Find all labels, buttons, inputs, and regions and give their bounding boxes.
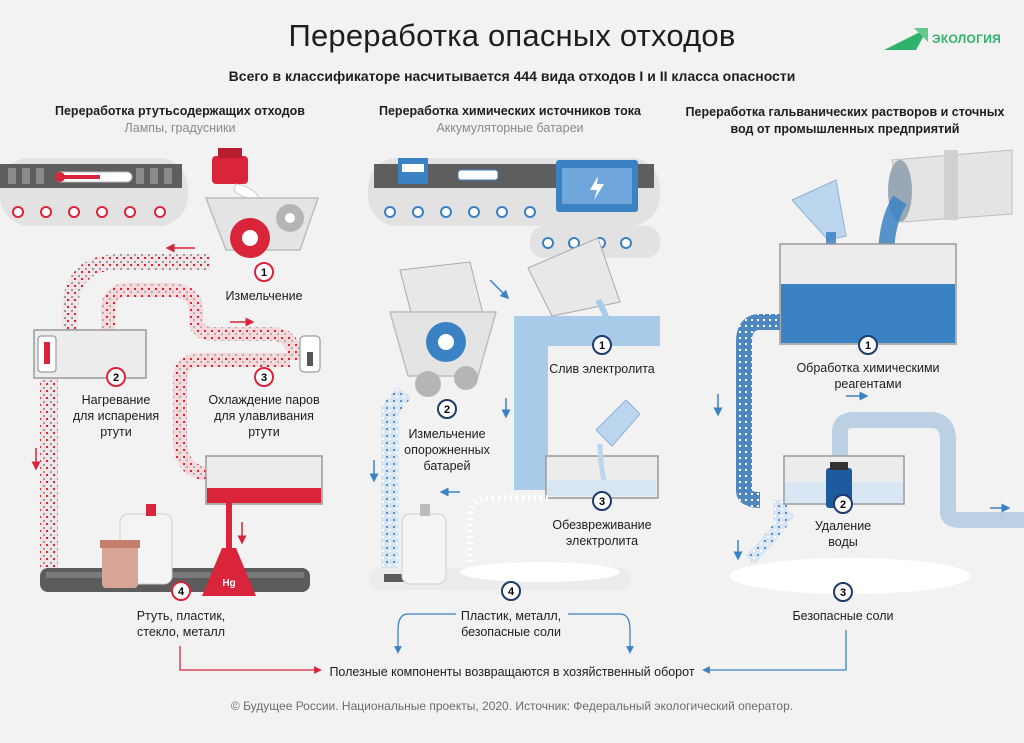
mercury-conveyor xyxy=(0,158,188,226)
energy-saving-lamp-icon xyxy=(212,148,261,201)
mercury-column-title: Переработка ртутьсодержащих отходов xyxy=(55,104,305,118)
mercury-step-1-label: Измельчение xyxy=(225,289,303,303)
step-circle xyxy=(858,335,878,355)
result-text: Полезные компоненты возвращаются в хозяй… xyxy=(329,665,695,679)
mercury-step-2-label: Нагревание для испарения ртути xyxy=(72,393,160,439)
battery-step-1-label: Слив электролита xyxy=(549,362,655,376)
thermometer-icon xyxy=(55,171,133,183)
step-number: 3 xyxy=(599,496,605,508)
batteries-column-title: Переработка химических источников тока xyxy=(379,104,641,118)
step-numbers: 1 2 3 4 1 2 3 4 1 2 3 xyxy=(106,262,878,602)
battery-crushed-flow xyxy=(381,386,412,570)
jar-icon xyxy=(102,544,138,588)
step-number: 3 xyxy=(840,587,846,599)
step-number: 2 xyxy=(113,372,119,384)
sediment-flow xyxy=(736,314,780,508)
step-circle xyxy=(833,582,853,602)
mercury-step-4-label: Ртуть, пластик, стекло, металл xyxy=(136,609,226,639)
mercury-column-subtitle: Лампы, градусники xyxy=(124,121,236,135)
step-number: 2 xyxy=(840,499,846,511)
step-number: 1 xyxy=(865,340,871,352)
lightning-icon xyxy=(590,176,604,200)
step-circle xyxy=(254,367,274,387)
step-circle xyxy=(171,581,191,601)
gray-flow-down xyxy=(40,372,58,572)
blue-arrows-col2 xyxy=(369,279,511,497)
treatment-tank xyxy=(779,243,957,345)
clean-water-flow xyxy=(832,412,1024,528)
logo-text: ЭКОЛОГИЯ xyxy=(932,32,1002,46)
battery-left-arrow xyxy=(394,613,456,654)
battery-shredder xyxy=(389,261,497,397)
red-condensate-flow xyxy=(173,353,290,481)
mercury-shredder xyxy=(204,197,320,258)
heating-chamber xyxy=(33,329,147,379)
red-arrows xyxy=(31,243,255,545)
gray-gear-icon xyxy=(415,371,441,397)
step-circle xyxy=(437,399,457,419)
step-circle xyxy=(106,367,126,387)
mercury-step-3-label: Охлаждение паров для улавливания ртути xyxy=(208,393,320,439)
step-circle xyxy=(254,262,274,282)
mercury-collector xyxy=(205,455,323,559)
battery-step-3-label: Обезвреживание электролита xyxy=(552,518,652,548)
battery-step-4-label: Пластик, металл, безопасные соли xyxy=(460,609,562,639)
galvanic-column-title: Переработка гальванических растворов и с… xyxy=(685,105,1005,136)
step-number: 4 xyxy=(508,586,515,598)
step-number: 2 xyxy=(444,404,450,416)
galvanic-step-3-label: Безопасные соли xyxy=(792,609,894,623)
step-circle xyxy=(501,581,521,601)
step-number: 3 xyxy=(261,372,267,384)
step-number: 1 xyxy=(261,267,267,279)
mercury-products xyxy=(40,504,310,596)
electrolyte-pipe xyxy=(514,340,548,490)
step-circle xyxy=(833,494,853,514)
battery-right-arrow xyxy=(568,613,634,654)
galvanic-step-2-label: Удаление воды xyxy=(814,519,872,549)
galvanic-step-1-label: Обработка химическими реагентами xyxy=(796,361,940,391)
footer-source: © Будущее России. Национальные проекты, … xyxy=(230,699,794,713)
step-number: 4 xyxy=(178,586,185,598)
batteries-column-subtitle: Аккумуляторные батареи xyxy=(436,121,584,135)
flask-label: Hg xyxy=(222,578,235,589)
battery-icons xyxy=(398,158,638,212)
page-subtitle: Всего в классификаторе насчитывается 444… xyxy=(228,68,796,84)
battery-step-2-label: Измельчение опорожненных батарей xyxy=(404,427,490,473)
plastic-canister-icon xyxy=(401,513,447,585)
battery-products xyxy=(370,504,630,590)
red-vapor-flow xyxy=(101,283,301,360)
mercury-flask-icon xyxy=(202,548,256,596)
step-number: 1 xyxy=(599,340,605,352)
step-circle xyxy=(592,335,612,355)
cooling-gauge xyxy=(299,335,321,373)
page-title: Переработка опасных отходов xyxy=(288,18,736,53)
blue-arrows-col3 xyxy=(713,391,1011,561)
step-circle xyxy=(592,491,612,511)
mercury-to-result-arrow xyxy=(179,646,322,674)
galvanic-to-result-arrow xyxy=(702,630,847,674)
gray-flow-top xyxy=(62,254,210,330)
ecology-logo: ЭКОЛОГИЯ xyxy=(884,28,1004,52)
ecology-logo-icon xyxy=(884,28,928,50)
safe-salts-pile xyxy=(730,558,970,594)
salts-flow xyxy=(467,495,548,566)
reagent-jug-icon xyxy=(595,399,641,481)
